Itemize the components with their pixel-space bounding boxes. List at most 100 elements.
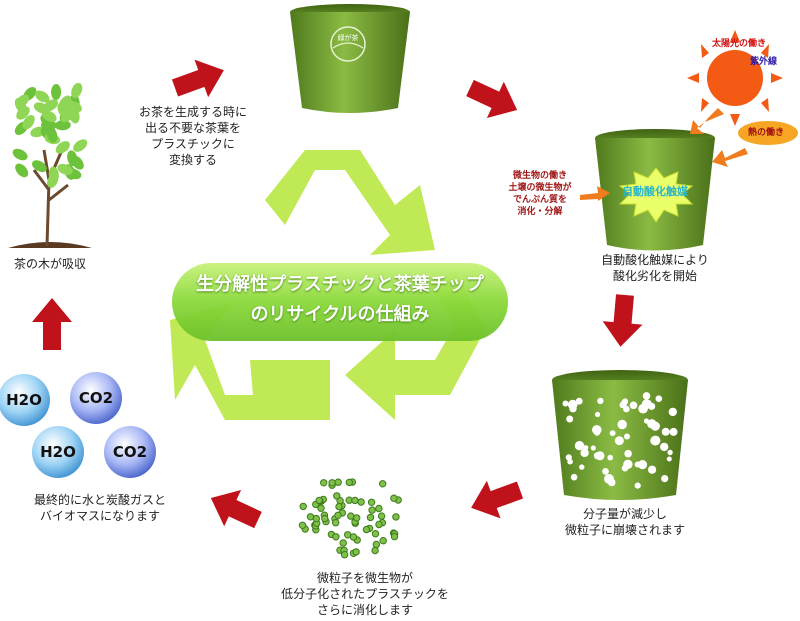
degrading-cup-icon — [552, 370, 688, 500]
cup-hole — [590, 445, 596, 451]
cup-hole — [624, 449, 632, 458]
molecule-label: H2O — [6, 391, 42, 409]
cup-hole — [669, 427, 678, 436]
leaf-icon — [57, 163, 73, 175]
microparticles-icon — [298, 478, 402, 559]
particle — [317, 504, 325, 512]
particle — [340, 551, 349, 559]
molecule-h2o-icon — [0, 374, 50, 426]
particle — [379, 537, 387, 545]
particle — [371, 530, 380, 538]
cup-hole — [655, 395, 663, 403]
cup-hole — [567, 458, 573, 465]
cup-hole — [650, 421, 660, 431]
leaf-icon — [43, 99, 58, 112]
leaf-icon — [15, 163, 29, 178]
cup-hole — [597, 397, 604, 405]
leaf-icon — [34, 90, 50, 103]
particle — [352, 548, 360, 556]
particle — [332, 519, 340, 527]
particle — [312, 514, 320, 523]
particle — [379, 480, 387, 488]
particle — [390, 532, 399, 541]
particle — [357, 498, 365, 506]
cup-hole — [570, 473, 578, 481]
particle — [334, 511, 342, 519]
cup-hole — [634, 482, 641, 489]
molecule-label: CO2 — [78, 389, 114, 407]
cup-hole — [622, 398, 629, 405]
leaf-icon — [73, 139, 88, 152]
arrow-icon — [600, 293, 645, 349]
particle — [390, 494, 398, 502]
particle — [377, 512, 386, 520]
cup-hole — [566, 415, 574, 423]
leaf-icon — [67, 150, 78, 167]
step4-label: 微粒子を微生物が低分子化されたプラスチックをさらに消化します — [281, 571, 449, 617]
particle — [334, 478, 342, 486]
particle — [328, 479, 336, 487]
arrow-icon — [168, 51, 231, 107]
catalyst-label: 自動酸化触媒 — [622, 185, 688, 198]
cup-hole — [617, 419, 627, 430]
tea-cup-catalyst-icon — [595, 129, 715, 251]
molecule-co2-icon — [104, 426, 156, 478]
leaf-icon — [69, 107, 80, 124]
sun-icon — [687, 30, 783, 126]
particle — [345, 478, 353, 487]
cup-hole — [580, 448, 589, 458]
arrow-icon — [461, 69, 526, 129]
cup-hole — [642, 392, 651, 400]
particle — [362, 525, 371, 534]
leaf-icon — [32, 160, 47, 173]
molecule-label: H2O — [40, 443, 76, 461]
particle — [366, 513, 375, 522]
cup-hole — [641, 399, 651, 408]
cup-hole — [607, 454, 613, 461]
cup-hole — [575, 397, 583, 405]
cup-hole — [661, 475, 669, 483]
step6-label: 茶の木が吸収 — [13, 257, 86, 271]
tea-cup-icon: 緑が茶 — [290, 4, 410, 113]
particle — [349, 533, 358, 541]
tea-tree-icon — [8, 82, 92, 248]
step1-label: お茶を生成する時に出る不要な茶葉をプラスチックに変換する — [138, 105, 247, 167]
orange-arrow-icon — [580, 108, 748, 201]
particle — [321, 514, 329, 523]
cup-hole — [621, 464, 629, 472]
cup-hole — [623, 405, 630, 413]
cup-hole — [592, 425, 602, 435]
cup-hole — [648, 465, 657, 474]
particle — [392, 513, 400, 521]
leaf-icon — [54, 120, 71, 131]
particle — [371, 546, 379, 555]
cup-hole — [602, 468, 609, 475]
cup-hole — [595, 411, 601, 418]
cup-hole — [604, 474, 614, 484]
microbe-label: 微生物の働き 土壌の微生物が でんぷん質を 消化・分解 — [508, 171, 572, 217]
title-banner — [172, 263, 508, 341]
particle — [375, 504, 383, 513]
particle — [367, 498, 376, 506]
cup-hole — [574, 441, 585, 451]
particle — [320, 479, 328, 487]
uv-label: 紫外線 — [750, 57, 778, 67]
leaf-icon — [55, 141, 70, 154]
particle — [335, 502, 343, 511]
cup-hole — [637, 460, 648, 470]
particle — [368, 506, 376, 514]
catalyst-burst-icon — [618, 167, 694, 223]
leaf-icon — [47, 172, 59, 188]
molecule-label: CO2 — [112, 443, 148, 461]
heat-label: 熱の働き — [748, 128, 785, 138]
cup-hole — [609, 430, 616, 436]
cup-hole — [579, 464, 585, 470]
particle — [333, 492, 341, 500]
particle — [372, 540, 381, 549]
cup-hole — [661, 427, 670, 436]
particle — [299, 502, 307, 511]
particle — [332, 533, 340, 541]
heat-badge — [738, 121, 798, 145]
cup-hole — [668, 407, 677, 417]
molecule-h2o-icon — [32, 426, 84, 478]
